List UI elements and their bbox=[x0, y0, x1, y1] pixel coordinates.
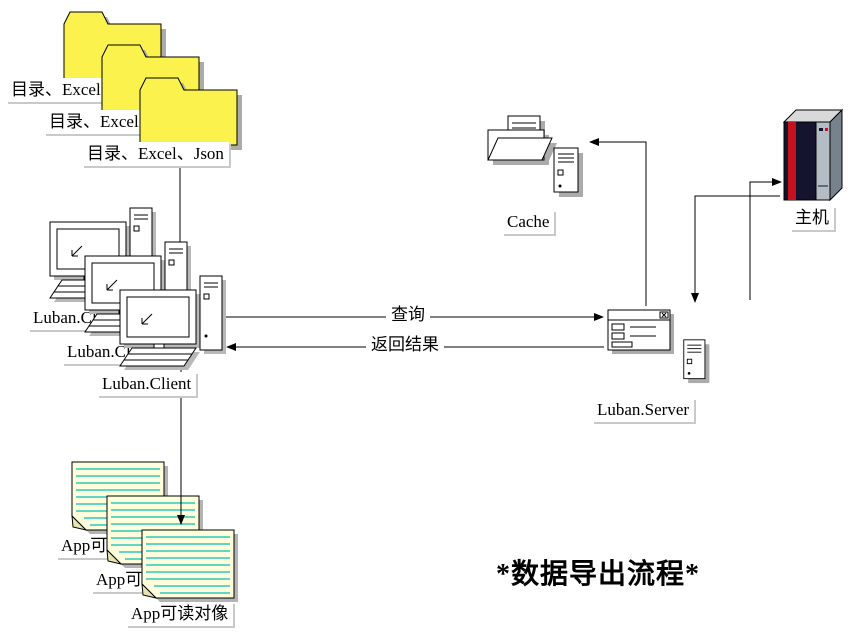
server-window-icon bbox=[606, 308, 676, 356]
note-fold-corner bbox=[71, 514, 88, 531]
edge-server-to-host bbox=[749, 178, 782, 300]
window-text-lines bbox=[630, 326, 656, 337]
close-x-icon bbox=[661, 312, 667, 318]
panel-indicator-red bbox=[825, 128, 828, 131]
screen-cursor-icon bbox=[106, 279, 118, 291]
cache-folder-front bbox=[487, 137, 553, 161]
keyboard bbox=[119, 347, 197, 367]
server-details bbox=[557, 153, 574, 176]
panel-indicator bbox=[819, 128, 823, 131]
config-folder-icon-front bbox=[138, 74, 244, 152]
cache-label: Cache bbox=[502, 210, 555, 235]
response-edge-label: 返回结果 bbox=[366, 333, 444, 358]
monitor-screen bbox=[126, 296, 190, 338]
note-rules bbox=[146, 536, 230, 594]
note-fold-corner bbox=[106, 548, 123, 565]
server-label: Luban.Server bbox=[592, 398, 695, 423]
client-workstation-icon-front bbox=[118, 274, 248, 374]
mainframe-panel bbox=[815, 121, 831, 201]
config-folder-label-front: 目录、Excel、Json bbox=[82, 142, 229, 167]
mainframe-side bbox=[829, 108, 843, 202]
cache-folder-icon bbox=[486, 114, 560, 170]
server-tower-icon bbox=[682, 338, 712, 384]
host-mainframe-icon bbox=[780, 106, 846, 206]
edge-host-to-server bbox=[691, 195, 780, 303]
client-label-front: Luban.Client bbox=[97, 372, 197, 397]
monitor-stand bbox=[153, 343, 165, 349]
edge-server-to-cache bbox=[589, 138, 647, 306]
workstation-details bbox=[124, 282, 218, 361]
mainframe-red-stripe bbox=[788, 122, 796, 200]
screen-cursor-icon bbox=[141, 313, 153, 325]
app-object-note-icon-front bbox=[140, 528, 240, 604]
query-edge-label: 查询 bbox=[386, 303, 430, 328]
folder-shape bbox=[139, 77, 238, 146]
workstation-body bbox=[119, 275, 223, 367]
app-object-label-front: App可读对像 bbox=[126, 602, 234, 627]
server-details bbox=[686, 344, 702, 365]
host-label: 主机 bbox=[790, 206, 834, 231]
note-body bbox=[141, 529, 235, 599]
server-body bbox=[683, 339, 706, 380]
window-widgets bbox=[611, 323, 633, 348]
screen-cursor-icon bbox=[71, 245, 83, 257]
diagram-title: *数据导出流程* bbox=[496, 559, 701, 590]
cache-server-icon bbox=[552, 146, 586, 198]
note-fold-corner bbox=[141, 582, 158, 599]
